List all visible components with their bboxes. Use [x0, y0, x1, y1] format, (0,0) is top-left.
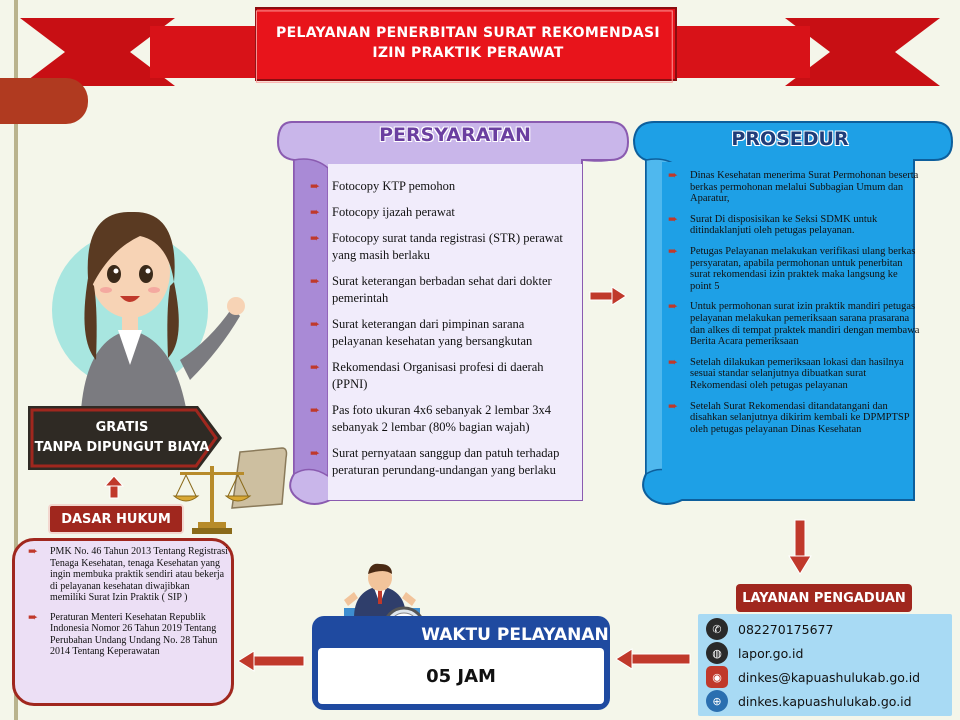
list-item: Untuk permohonan surat izin praktik mand… [668, 301, 920, 347]
waktu-pelayanan-label: WAKTU PELAYANAN [421, 625, 609, 645]
list-item: Fotocopy surat tanda registrasi (STR) pe… [310, 230, 570, 264]
waktu-pelayanan-value: 05 JAM [318, 648, 604, 704]
gratis-line-2: TANPA DIPUNGUT BIAYA [34, 440, 210, 455]
list-item: PMK No. 46 Tahun 2013 Tentang Registrasi… [28, 546, 228, 604]
contact-row-phone: ✆ 082270175677 [706, 617, 950, 641]
gratis-line-1: GRATIS [95, 420, 149, 435]
arrow-down-icon [788, 519, 812, 575]
list-item: Surat Di disposisikan ke Seksi SDMK untu… [668, 214, 920, 237]
left-decorative-line [14, 0, 18, 720]
contact-lapor: lapor.go.id [738, 645, 804, 661]
arrow-left-icon [237, 650, 305, 672]
list-item: Surat keterangan berbadan sehat dari dok… [310, 273, 570, 307]
contact-box [698, 614, 952, 716]
list-item: Rekomendasi Organisasi profesi di daerah… [310, 359, 570, 393]
prosedur-title: PROSEDUR [731, 128, 849, 150]
list-item: Dinas Kesehatan menerima Surat Permohona… [668, 170, 920, 205]
arrow-left-icon [615, 648, 691, 670]
scales-icon [172, 447, 288, 534]
web-icon: ⊕ [706, 690, 728, 712]
title-line-2: IZIN PRAKTIK PERAWAT [372, 45, 564, 61]
contact-web: dinkes.kapuashulukab.go.id [738, 693, 912, 709]
contact-phone: 082270175677 [738, 621, 834, 637]
contact-email: dinkes@kapuashulukab.go.id [738, 669, 921, 685]
prosedur-list: Dinas Kesehatan menerima Surat Permohona… [668, 170, 920, 444]
gratis-sign [28, 406, 222, 470]
persyaratan-list: Fotocopy KTP pemohon Fotocopy ijazah per… [310, 178, 570, 488]
nurse-illustration [52, 211, 245, 435]
list-item: Peraturan Menteri Kesehatan Republik Ind… [28, 612, 228, 658]
list-item: Petugas Pelayanan melakukan verifikasi u… [668, 246, 920, 292]
list-item: Surat keterangan dari pimpinan sarana pe… [310, 316, 570, 350]
arrow-up-icon [104, 475, 124, 499]
contact-row-lapor: ◍ lapor.go.id [706, 641, 950, 665]
contact-row-web: ⊕ dinkes.kapuashulukab.go.id [706, 689, 950, 713]
whatsapp-icon: ✆ [706, 618, 728, 640]
dasar-hukum-list: PMK No. 46 Tahun 2013 Tentang Registrasi… [28, 546, 228, 666]
contact-row-email: ◉ dinkes@kapuashulukab.go.id [706, 665, 950, 689]
globe-icon: ◍ [706, 642, 728, 664]
list-item: Fotocopy KTP pemohon [310, 178, 570, 195]
list-item: Fotocopy ijazah perawat [310, 204, 570, 221]
header-ribbon [20, 7, 940, 86]
dasar-hukum-label: DASAR HUKUM [48, 504, 184, 534]
title-line-1: PELAYANAN PENERBITAN SURAT REKOMENDASI [276, 25, 660, 41]
gratis-text: GRATIS TANPA DIPUNGUT BIAYA [32, 410, 212, 466]
left-red-bar [0, 78, 88, 124]
page-title: PELAYANAN PENERBITAN SURAT REKOMENDASI I… [262, 12, 674, 74]
list-item: Setelah dilakukan pemeriksaan lokasi dan… [668, 357, 920, 392]
instagram-icon: ◉ [706, 666, 728, 688]
list-item: Setelah Surat Rekomendasi ditandatangani… [668, 401, 920, 436]
arrow-right-icon [589, 286, 627, 306]
list-item: Surat pernyataan sanggup dan patuh terha… [310, 445, 570, 479]
layanan-pengaduan-label: LAYANAN PENGADUAN [736, 584, 912, 612]
list-item: Pas foto ukuran 4x6 sebanyak 2 lembar 3x… [310, 402, 570, 436]
persyaratan-title: PERSYARATAN [379, 124, 531, 146]
